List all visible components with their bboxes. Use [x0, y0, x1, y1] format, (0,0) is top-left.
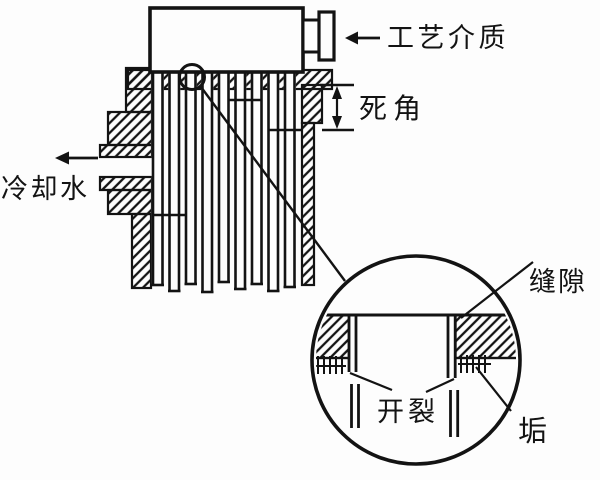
header-box [148, 6, 305, 74]
dimension-arrow-down-icon [332, 116, 342, 129]
crevice-label: 缝隙 [529, 267, 587, 298]
detail-circle [310, 254, 522, 466]
cracking-label: 开裂 [377, 397, 439, 428]
tube [283, 72, 296, 289]
tube [201, 72, 214, 294]
process-medium-label: 工艺介质 [387, 23, 509, 54]
dead-corner-label: 死角 [359, 92, 427, 125]
tube [184, 72, 197, 286]
tube [250, 72, 263, 286]
shell-right-wall [300, 83, 324, 287]
tube-bundle [151, 72, 302, 294]
detail-tube-walls [347, 315, 460, 437]
scale-deposit-ticks-left [316, 356, 346, 374]
detail-view [316, 313, 516, 437]
crevice-leader [460, 261, 534, 319]
crack-leader-left [349, 371, 393, 392]
detail-leader-line [200, 86, 346, 282]
crack-leader-right [425, 378, 455, 393]
cooling-water-arrow [55, 151, 98, 165]
left-arrow-icon [55, 151, 69, 165]
cooling-water-label: 冷却水 [1, 174, 90, 205]
process-medium-arrow [345, 31, 380, 45]
tube [234, 72, 247, 291]
scale-leader [475, 366, 512, 412]
scale-label: 垢 [518, 414, 547, 448]
tube [217, 72, 230, 284]
joint-highlight-circle [178, 63, 206, 91]
process-medium-nozzle [301, 10, 336, 62]
dimension-arrow-up-icon [332, 86, 342, 99]
dead-corner-dimension [320, 83, 354, 132]
tube [168, 72, 181, 293]
tube [267, 72, 280, 293]
tube [151, 72, 164, 287]
left-arrow-icon [345, 31, 358, 45]
